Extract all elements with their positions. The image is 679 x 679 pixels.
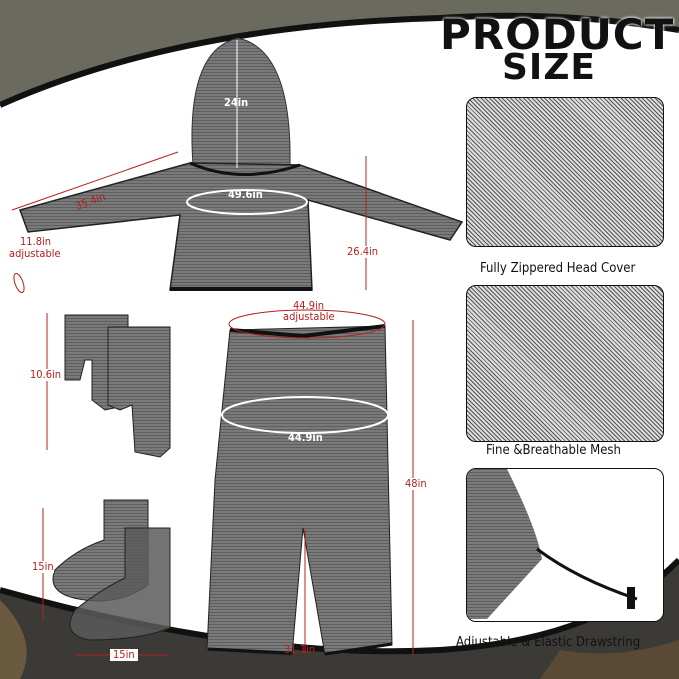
forest-background-bottom [0,560,679,679]
pants-illustration [206,309,414,656]
cuff-note: adjustable [9,247,61,260]
sock-height-label: 15in [32,560,54,573]
jacket-length-label: 26.4in [347,245,379,258]
forest-background-top [0,0,679,105]
hood-height-label: 24in [224,96,249,109]
waist-note: adjustable [283,310,335,323]
chest-label: 49.6in [228,188,263,201]
feature-caption-drawstring: Adjustable & Elastic Drawstring [456,635,641,650]
sleeve-arrow [11,151,179,211]
pants-length-label: 48in [405,477,427,490]
title-line1: PRODUCT [440,10,675,59]
sock-length-label: 15in [110,649,138,661]
curve-border-top [0,12,679,108]
feature-image-drawstring [466,468,664,622]
waist-label: 44.9in [293,299,325,312]
jacket-illustration [11,37,464,293]
gaiters-illustration [46,313,171,458]
hip-label: 44.9in [288,431,323,444]
feature-caption-mesh: Fine &Breathable Mesh [486,443,621,458]
feature-image-mesh [466,285,664,442]
inseam-label: 31.1in [284,643,316,656]
feature-caption-zipper: Fully Zippered Head Cover [480,261,636,276]
gaiter-height-label: 10.6in [30,368,62,381]
drawstring-icon [467,469,638,619]
feature-image-zipper [466,97,664,247]
cuff-label: 11.8in [20,235,52,248]
title-line2: SIZE [502,47,597,88]
